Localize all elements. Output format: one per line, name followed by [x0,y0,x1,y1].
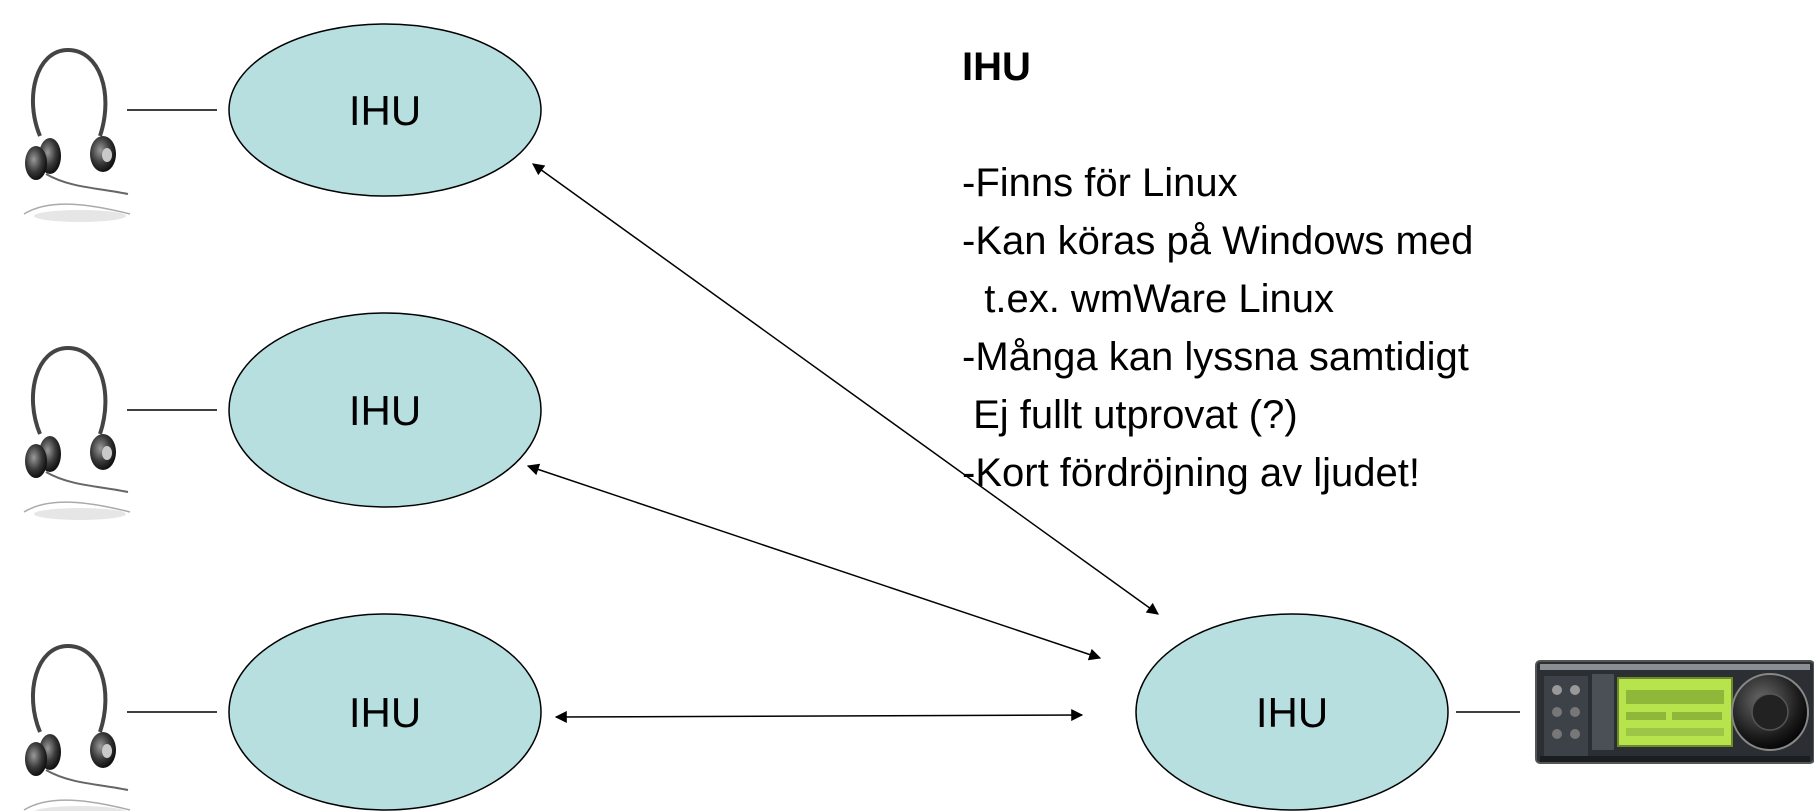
client-2-label: IHU [349,387,421,434]
notes-line: -Kort fördröjning av ljudet! [962,451,1421,495]
client-2-group: IHU [22,312,542,522]
client-3-label: IHU [349,689,421,736]
client-3-group: IHU [22,613,542,811]
headset-icon [22,346,132,522]
client-3-node [228,613,542,811]
server-label: IHU [1256,689,1328,736]
client-1-node [228,23,542,197]
notes-line: -Kan köras på Windows med [962,219,1474,263]
headset-icon [22,644,132,811]
notes-title: IHU [962,45,1031,89]
notes-line: -Finns för Linux [962,161,1238,205]
radio-transceiver-icon [1535,660,1814,764]
notes-line: Ej fullt utprovat (?) [962,393,1298,437]
server-group: IHU [1135,613,1814,811]
client-1-group: IHU [22,23,542,224]
client-1-label: IHU [349,87,421,134]
notes-line: -Många kan lyssna samtidigt [962,335,1469,379]
arrow-client-3-server [554,709,1084,723]
server-node [1135,613,1449,811]
headset-icon [22,48,132,224]
notes-line: t.ex. wmWare Linux [962,277,1334,321]
notes-panel: IHU -Finns för Linux -Kan köras på Windo… [962,38,1782,502]
arrow-client-2-server [526,463,1102,661]
